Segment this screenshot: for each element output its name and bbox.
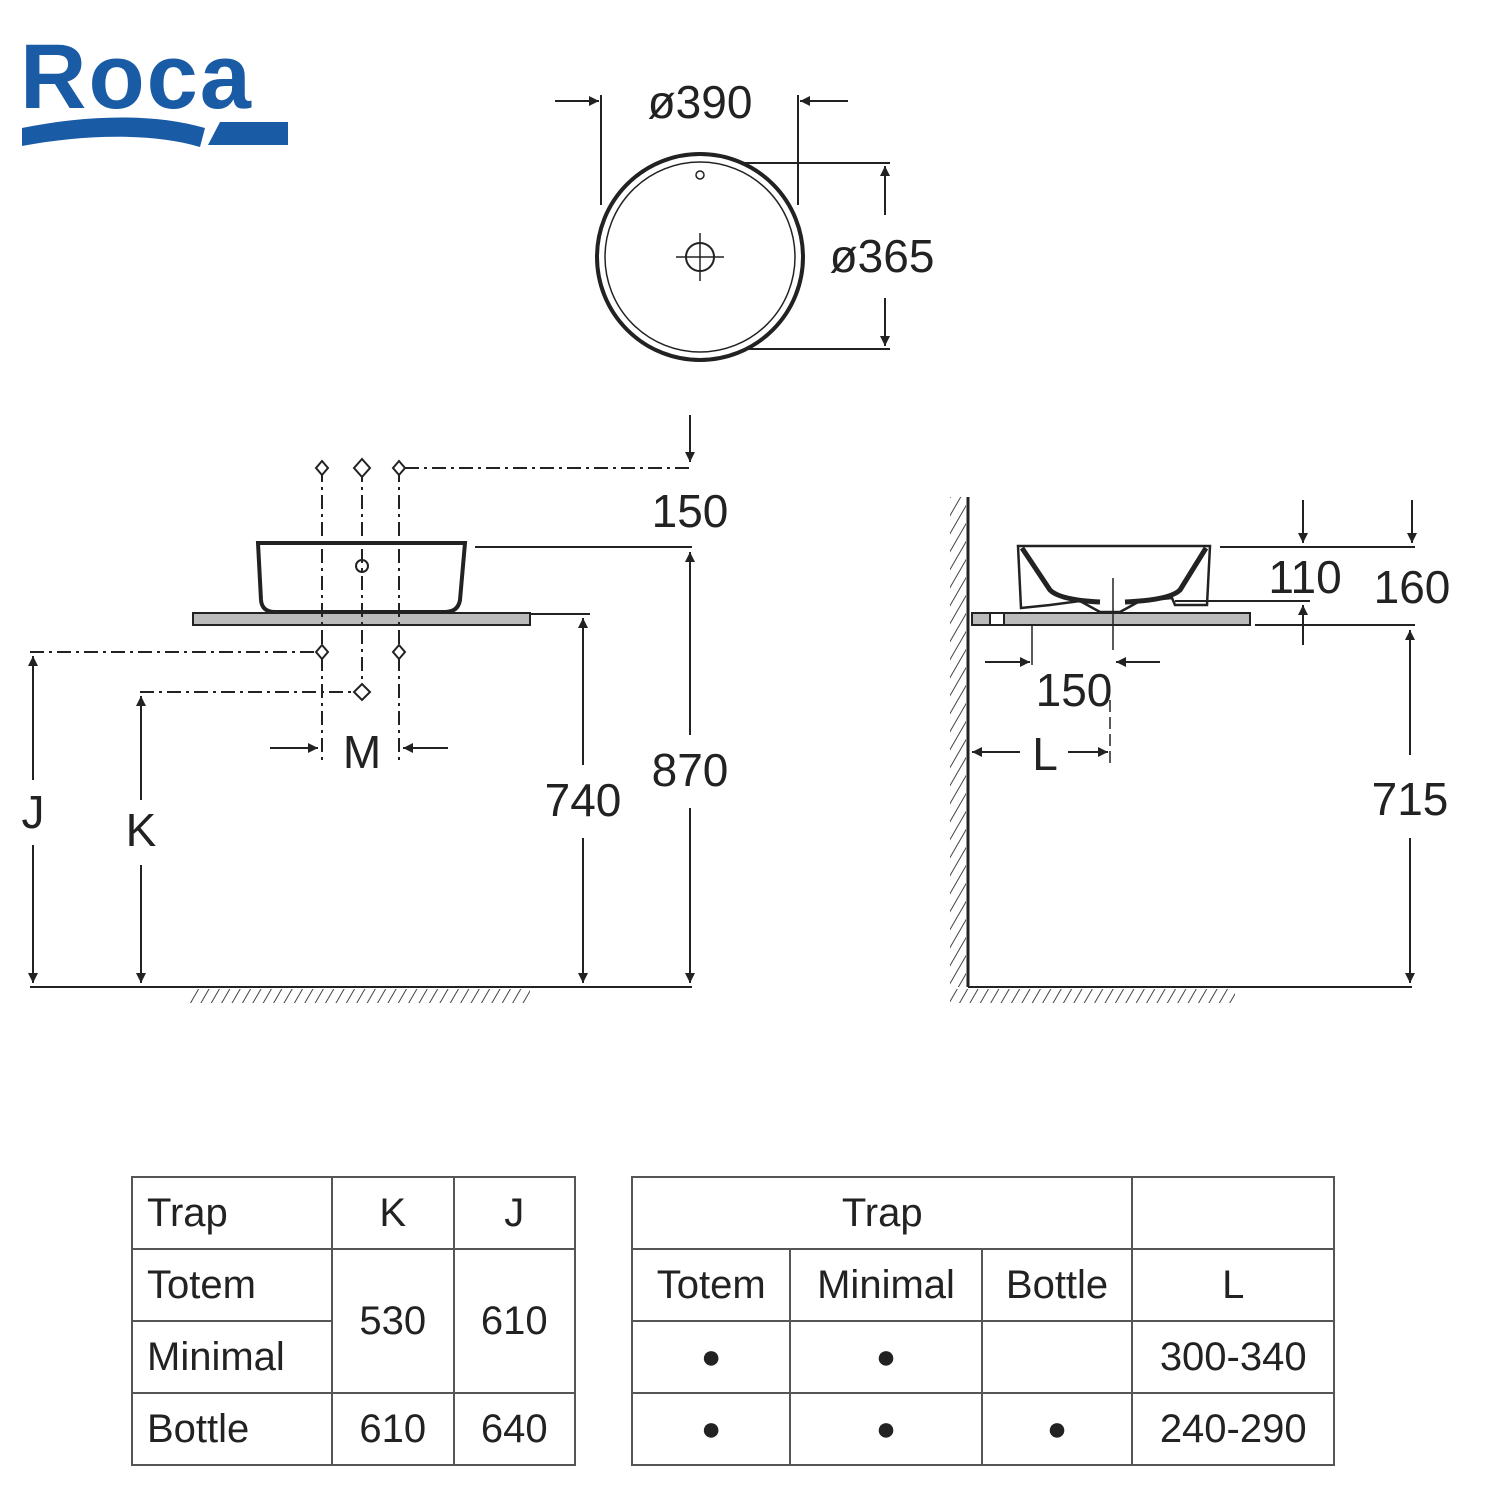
header-bottle: Bottle [980,1248,1134,1322]
bottle-mark [980,1320,1134,1394]
header-empty [1131,1176,1335,1250]
header-j: J [452,1176,576,1250]
minimal-mark: ● [789,1392,983,1466]
svg-text:Roca: Roca [20,26,253,128]
dim-inner-diameter: ø365 [830,230,935,282]
header-totem: Totem [630,1248,792,1322]
bottle-mark: ● [980,1392,1134,1466]
trap-l-table: Trap Totem Minimal Bottle L ● ● 300-340 … [630,1176,1335,1466]
roca-logo: Roca [20,26,288,147]
dim-outer-diameter: ø390 [648,76,753,128]
header-minimal: Minimal [789,1248,983,1322]
floor-hatch [190,989,530,1003]
dim-basin-height: 110 [1268,551,1341,603]
floor-hatch-side [950,989,1235,1003]
header-trap: Trap [131,1176,333,1250]
header-trap: Trap [630,1176,1134,1250]
header-l: L [1131,1248,1335,1322]
l-value: 300-340 [1131,1320,1335,1394]
minimal-mark: ● [789,1320,983,1394]
l-value: 240-290 [1131,1392,1335,1466]
top-view [555,95,890,362]
label-j: J [22,786,45,838]
j-value: 640 [452,1392,576,1466]
label-l: L [1032,728,1058,780]
trap-name: Minimal [131,1320,333,1394]
dim-counter-height-side: 715 [1372,773,1449,825]
dim-wall-to-drain: 150 [1036,664,1113,716]
header-k: K [331,1176,455,1250]
trap-name: Totem [131,1248,333,1322]
label-k: K [126,804,157,856]
label-m: M [343,726,381,778]
front-view [28,415,695,988]
j-value: 610 [452,1248,576,1394]
k-value: 610 [331,1392,455,1466]
dim-counter-height: 740 [545,774,622,826]
dim-overall-height: 160 [1374,561,1451,613]
dim-tap-height: 150 [652,485,729,537]
trap-name: Bottle [131,1392,333,1466]
totem-mark: ● [630,1320,792,1394]
k-value: 530 [331,1248,455,1394]
dim-total-height: 870 [652,744,729,796]
side-view [966,497,1417,988]
trap-kj-table: Trap K J Totem 530 610 Minimal Bottle 61… [131,1176,576,1466]
wall-hatch [950,497,966,987]
totem-mark: ● [630,1392,792,1466]
